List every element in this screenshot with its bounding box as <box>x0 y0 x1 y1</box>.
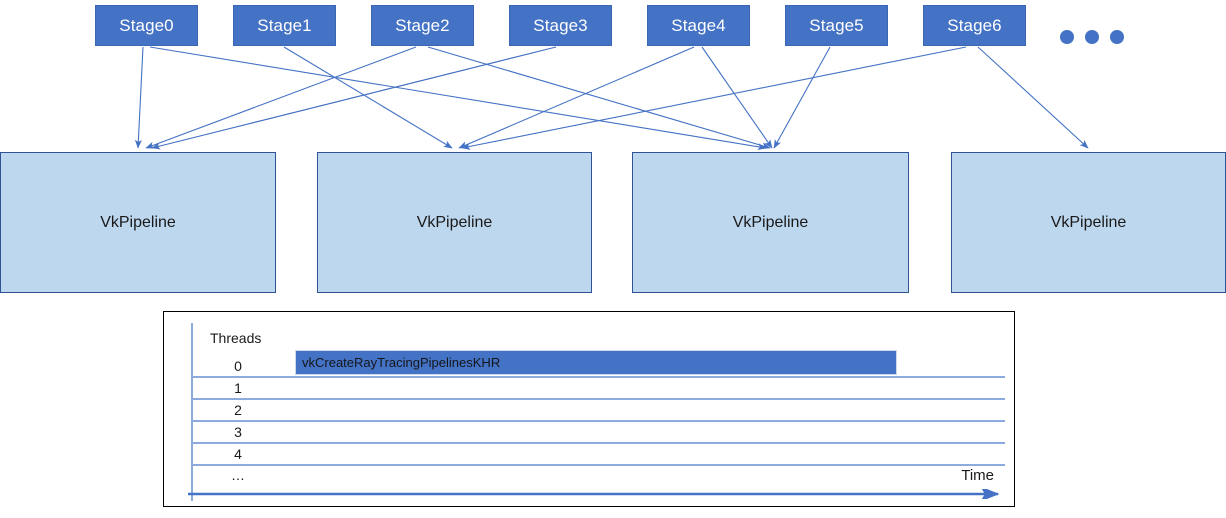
thread-row-rule-4 <box>191 464 1005 466</box>
stage-label: Stage0 <box>119 15 174 35</box>
stage-label: Stage5 <box>809 15 864 35</box>
stage-label: Stage4 <box>671 15 726 35</box>
ellipsis-dot <box>1110 30 1124 44</box>
pipeline-box-3[interactable]: VkPipeline <box>951 152 1226 293</box>
pipeline-label: VkPipeline <box>416 213 493 231</box>
stage-box-5[interactable]: Stage5 <box>785 5 888 46</box>
ellipsis-dot <box>1085 30 1099 44</box>
stage-box-6[interactable]: Stage6 <box>923 5 1026 46</box>
timeline-panel: Threads 0 vkCreateRayTracingPipelinesKHR… <box>163 311 1015 507</box>
thread-row-label-0: 0 <box>234 358 242 374</box>
pipeline-box-1[interactable]: VkPipeline <box>317 152 592 293</box>
stage-label: Stage3 <box>533 15 588 35</box>
thread-row-rule-0 <box>191 376 1005 378</box>
threads-header: Threads <box>210 330 262 346</box>
time-axis-arrow <box>188 489 1000 499</box>
pipeline-label: VkPipeline <box>1050 213 1127 231</box>
pipeline-label: VkPipeline <box>732 213 809 231</box>
timeline-bar-label: vkCreateRayTracingPipelinesKHR <box>302 355 501 370</box>
stage-label: Stage2 <box>395 15 450 35</box>
thread-row-label-1: 1 <box>234 380 242 396</box>
thread-row-label-more: … <box>231 467 245 483</box>
stage-box-0[interactable]: Stage0 <box>95 5 198 46</box>
pipeline-box-2[interactable]: VkPipeline <box>632 152 909 293</box>
stage-box-3[interactable]: Stage3 <box>509 5 612 46</box>
stage-label: Stage1 <box>257 15 312 35</box>
thread-row-rule-1 <box>191 398 1005 400</box>
ellipsis-dots-icon <box>1060 30 1124 44</box>
thread-row-rule-3 <box>191 442 1005 444</box>
timeline-bar-vkcreateraytracingpipelineskhr[interactable]: vkCreateRayTracingPipelinesKHR <box>295 350 897 375</box>
stage-box-4[interactable]: Stage4 <box>647 5 750 46</box>
thread-row-label-4: 4 <box>234 446 242 462</box>
thread-row-rule-2 <box>191 420 1005 422</box>
thread-row-label-3: 3 <box>234 424 242 440</box>
stage-box-2[interactable]: Stage2 <box>371 5 474 46</box>
thread-axis-line <box>191 323 193 501</box>
time-axis-label: Time <box>961 467 994 484</box>
ellipsis-dot <box>1060 30 1074 44</box>
thread-row-label-2: 2 <box>234 402 242 418</box>
stage-label: Stage6 <box>947 15 1002 35</box>
pipeline-label: VkPipeline <box>100 213 176 231</box>
pipeline-box-0[interactable]: VkPipeline <box>0 152 276 293</box>
stage-box-1[interactable]: Stage1 <box>233 5 336 46</box>
